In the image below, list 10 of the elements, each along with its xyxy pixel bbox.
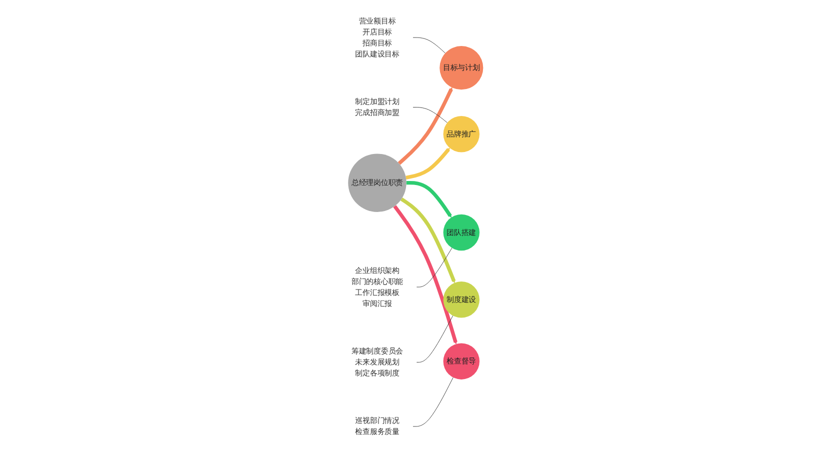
arrow [406, 148, 450, 180]
arrow [406, 180, 452, 218]
connector [416, 315, 454, 362]
arrow [393, 205, 458, 344]
connector [412, 107, 448, 123]
connector [412, 37, 446, 54]
arrow [398, 87, 453, 165]
arrow [400, 198, 456, 284]
connector [416, 248, 452, 288]
connector [412, 377, 454, 427]
